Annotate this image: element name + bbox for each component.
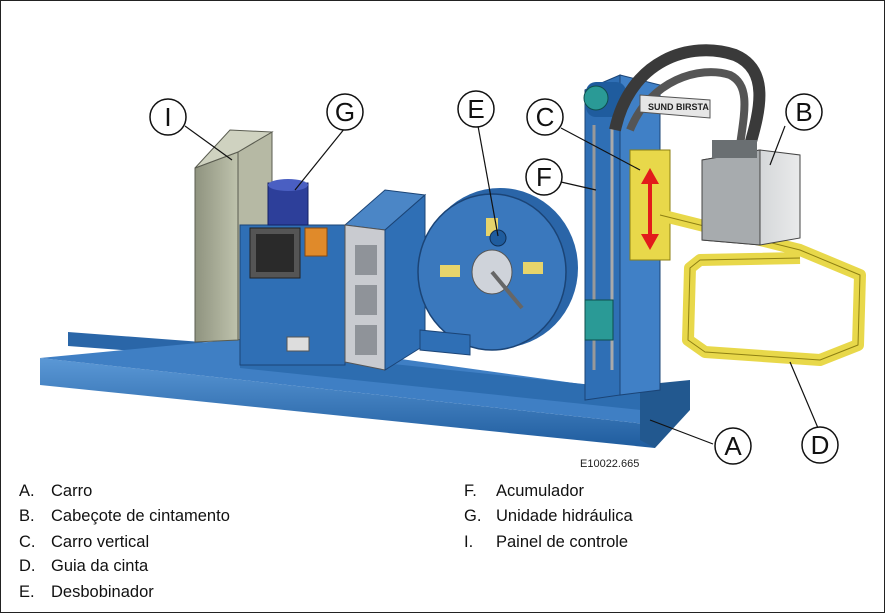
strapping-head	[701, 140, 801, 246]
legend-item-c: C. Carro vertical	[19, 533, 149, 552]
callout-E: E	[457, 90, 495, 128]
svg-text:A: A	[724, 431, 742, 461]
legend-item-b: B. Cabeçote de cintamento	[19, 507, 230, 526]
legend-item-f: F. Acumulador	[464, 482, 584, 501]
legend-text: Cabeçote de cintamento	[51, 507, 230, 525]
strap-guide	[658, 209, 866, 366]
callout-A: A	[714, 427, 752, 465]
filter-frame	[343, 189, 427, 371]
legend-letter: I.	[464, 533, 474, 551]
svg-text:G: G	[335, 97, 355, 127]
leader-lines	[184, 125, 819, 445]
legend-letter: G.	[464, 507, 482, 525]
legend-letter: C.	[19, 533, 36, 551]
hose-loop: SUND BIRSTA	[609, 44, 766, 147]
svg-text:C: C	[536, 102, 555, 132]
decoiler	[417, 188, 578, 356]
legend-letter: E.	[19, 583, 35, 601]
legend-letter: F.	[464, 482, 477, 500]
legend-text: Acumulador	[496, 482, 585, 500]
legend-letter: D.	[19, 557, 36, 575]
legend-item-i: I. Painel de controle	[464, 533, 628, 552]
callout-F: F	[525, 158, 563, 196]
legend-item-d: D. Guia da cinta	[19, 557, 148, 576]
legend-letter: B.	[19, 507, 35, 525]
callout-I: I	[149, 98, 187, 136]
legend-text: Carro vertical	[51, 533, 150, 551]
legend-text: Unidade hidráulica	[496, 507, 633, 525]
drawing-code: E10022.665	[580, 458, 639, 470]
legend-text: Guia da cinta	[51, 557, 149, 575]
callout-C: C	[526, 98, 564, 136]
legend-text: Painel de controle	[496, 533, 629, 551]
svg-text:F: F	[536, 162, 552, 192]
legend-item-e: E. Desbobinador	[19, 583, 154, 602]
svg-text:B: B	[795, 97, 812, 127]
legend-item-g: G. Unidade hidráulica	[464, 507, 633, 526]
legend-text: Desbobinador	[51, 583, 154, 601]
legend-letter: A.	[19, 482, 35, 500]
machine-illustration: SUND BIRSTA I G E	[40, 44, 866, 470]
callout-G: G	[326, 93, 364, 131]
callout-B: B	[785, 93, 823, 131]
svg-text:I: I	[164, 102, 171, 132]
plate-label: SUND BIRSTA	[648, 102, 709, 112]
vertical-carriage	[583, 74, 671, 401]
svg-text:D: D	[811, 430, 830, 460]
hydraulic-unit	[239, 179, 346, 366]
legend-item-a: A. Carro	[19, 482, 92, 501]
vertical-travel-arrow	[641, 168, 659, 250]
legend-text: Carro	[51, 482, 93, 500]
callout-D: D	[801, 426, 839, 464]
svg-text:E: E	[467, 94, 484, 124]
